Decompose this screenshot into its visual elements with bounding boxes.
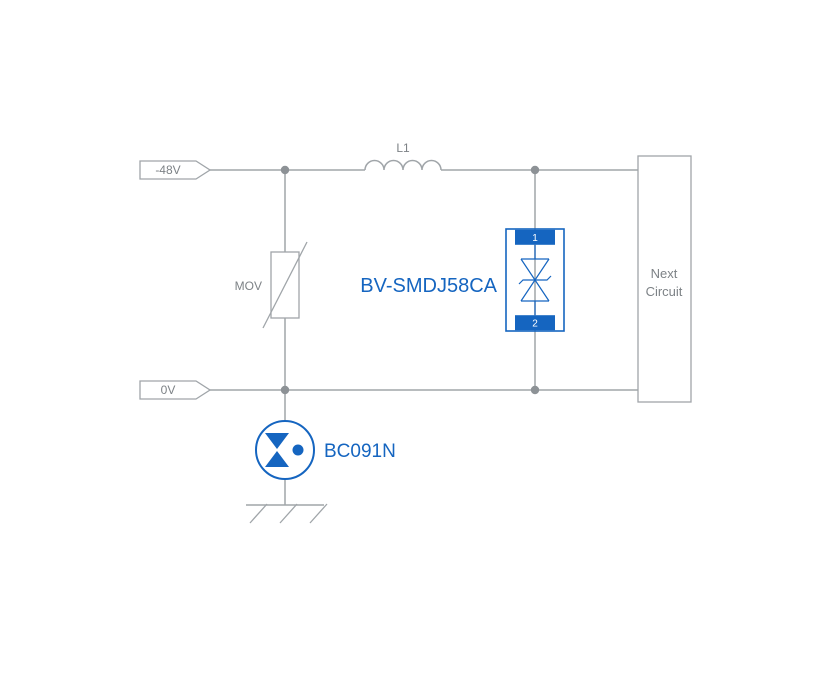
terminal-flag-neg48v (139, 160, 212, 180)
inductor-symbol: L1 (364, 141, 442, 171)
terminal-neg48v: -48V (139, 160, 212, 180)
gdt-top-electrode-icon (265, 433, 289, 449)
junction-dot-top-left (280, 165, 290, 175)
ground-symbol-icon (246, 503, 328, 524)
inductor-coils-icon (364, 159, 442, 171)
tvs-pin2-pad-icon (515, 315, 555, 331)
gdt-body-icon (255, 420, 315, 480)
gdt-gas-dot-icon (292, 444, 304, 456)
gdt-bottom-electrode-icon (265, 451, 289, 467)
varistor-diagonal-icon (262, 241, 308, 329)
tvs-bidirectional-diode-icon (518, 245, 552, 315)
terminal-zerov: 0V (139, 380, 212, 400)
next-circuit-label-line1: Next (651, 266, 678, 281)
tvs-pin2-label: 2 (532, 319, 538, 330)
junction-dot-top-right (530, 165, 540, 175)
tvs-diode-symbol: 1 2 BV-SMDJ58CA (360, 228, 565, 332)
terminal-flag-zerov (139, 380, 212, 400)
next-circuit-block: Next Circuit (637, 155, 692, 403)
tvs-label: BV-SMDJ58CA (360, 275, 497, 297)
next-circuit-label-line2: Circuit (646, 284, 683, 299)
terminal-label-zerov: 0V (161, 383, 176, 397)
junction-dot-bottom-right (530, 385, 540, 395)
terminal-label-neg48v: -48V (155, 163, 180, 177)
varistor-label: MOV (235, 279, 262, 293)
tvs-package-outline-icon (505, 228, 565, 332)
inductor-label: L1 (396, 141, 410, 155)
gdt-symbol: BC091N (255, 420, 396, 480)
next-circuit-box (637, 155, 692, 403)
tvs-pin1-label: 1 (532, 233, 538, 244)
tvs-pin1-pad-icon (515, 229, 555, 245)
junction-dot-bottom-left (280, 385, 290, 395)
gdt-label: BC091N (324, 441, 396, 462)
varistor-symbol: MOV (235, 241, 308, 329)
